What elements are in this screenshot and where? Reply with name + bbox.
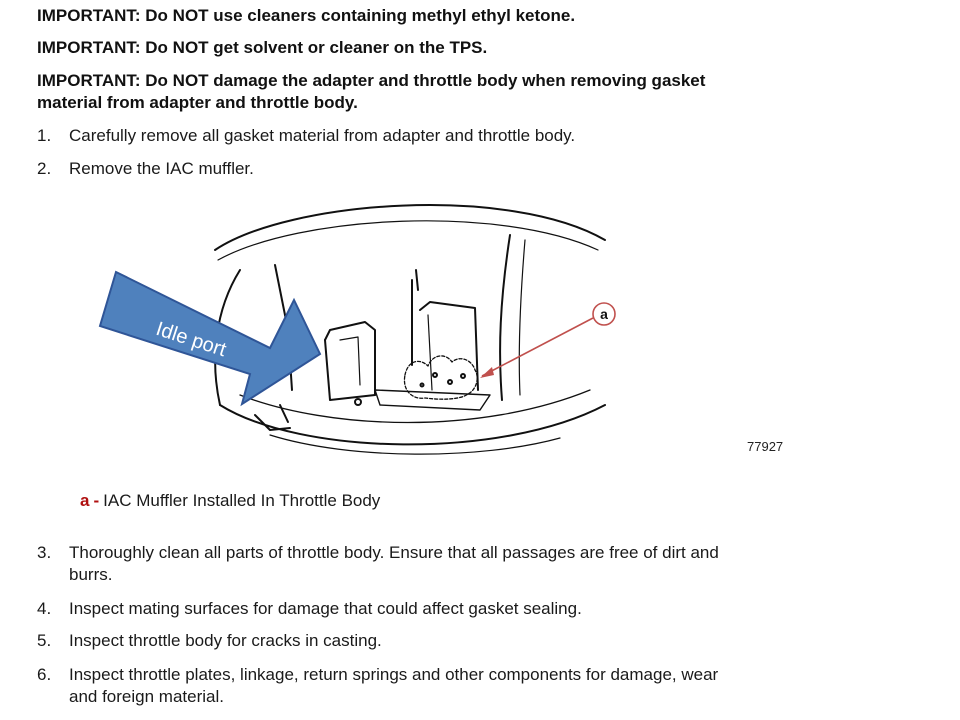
step-text-line-2: and foreign material. [69,687,224,706]
step-text-line-1: Thoroughly clean all parts of throttle b… [69,543,719,562]
step-text-line-1: Inspect throttle plates, linkage, return… [69,665,719,684]
important-note-2: IMPORTANT: Do NOT get solvent or cleaner… [37,38,488,57]
step-number: 6. [37,665,52,684]
caption-key: a [80,491,90,510]
important-note-3-cont: material from adapter and throttle body. [37,93,358,112]
step-text-line-2: burrs. [69,565,113,584]
step-text: Remove the IAC muffler. [69,159,254,178]
figure-caption: a-IAC Muffler Installed In Throttle Body [80,490,380,512]
callout-letter: a [600,306,608,322]
caption-dash: - [93,491,100,510]
step-number: 1. [37,126,52,145]
step-text: Inspect mating surfaces for damage that … [69,599,582,618]
idle-port-arrow [98,270,322,407]
important-note-3: IMPORTANT: Do NOT damage the adapter and… [37,71,706,90]
step-number: 5. [37,631,52,650]
step-number: 4. [37,599,52,618]
step-number: 2. [37,159,52,178]
step-text: Inspect throttle body for cracks in cast… [69,631,382,650]
important-note-1: IMPORTANT: Do NOT use cleaners containin… [37,6,576,25]
step-number: 3. [37,543,52,562]
figure-number: 77927 [747,439,784,454]
caption-text: IAC Muffler Installed In Throttle Body [103,491,381,510]
step-text: Carefully remove all gasket material fro… [69,126,576,145]
